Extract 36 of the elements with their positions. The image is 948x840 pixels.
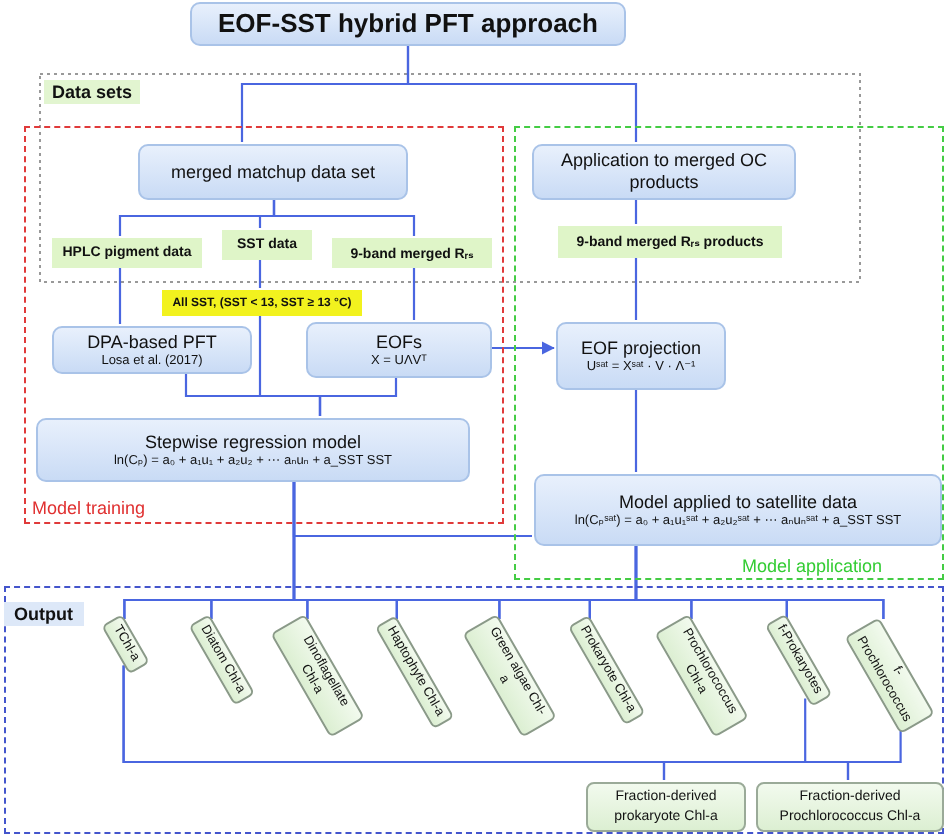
box-title: merged matchup data set	[170, 161, 376, 183]
box-title: EOFs	[375, 331, 422, 353]
group-heading: Output	[4, 602, 83, 626]
connector-line	[634, 544, 885, 619]
connector-line	[318, 376, 398, 416]
connector-line	[634, 198, 638, 224]
connector-line	[272, 198, 416, 236]
box-title: DPA-based PFT	[87, 331, 217, 353]
title-box	[190, 2, 626, 46]
process-box	[532, 144, 796, 200]
box-title: Application to merged OC products	[558, 150, 770, 194]
box-title: Model applied to satellite data	[618, 491, 858, 512]
dashed-section-frame	[4, 586, 944, 834]
connector-line	[662, 698, 807, 780]
dashed-group-frame	[24, 126, 504, 524]
process-box	[534, 474, 942, 546]
connector-line	[634, 388, 638, 472]
group-heading: Model training	[32, 498, 146, 518]
process-box	[138, 144, 408, 200]
process-box	[36, 418, 470, 482]
group-heading: Model application	[741, 556, 882, 576]
box-title: EOF projection	[580, 337, 702, 358]
connector-line	[634, 256, 638, 320]
arrow	[490, 341, 555, 355]
dashed-group-frame	[514, 126, 944, 580]
connector-line	[412, 266, 416, 320]
title-text: EOF-SST hybrid PFT approach	[218, 8, 598, 40]
process-box	[52, 326, 252, 374]
connector-line	[258, 258, 262, 288]
process-box	[306, 322, 492, 378]
connector-line	[118, 266, 122, 324]
connector-line	[406, 46, 638, 142]
connector-line	[846, 729, 902, 780]
process-box	[556, 322, 726, 390]
box-title: Stepwise regression model	[144, 431, 362, 453]
group-heading: Data sets	[44, 80, 141, 104]
